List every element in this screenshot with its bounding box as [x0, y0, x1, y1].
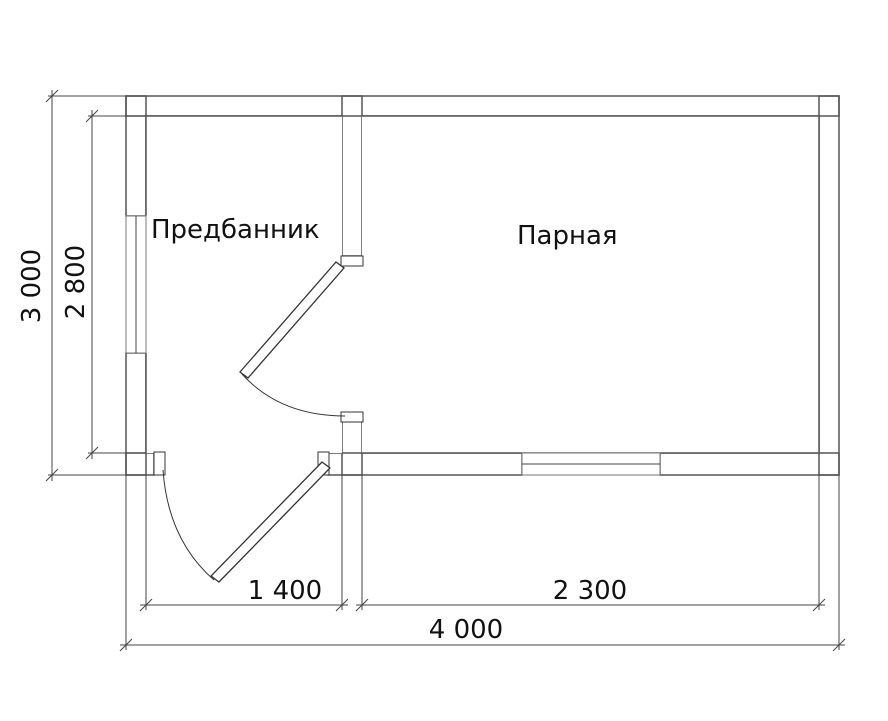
wall-left-upper [125, 95, 147, 217]
dimension-overall-width: 4 000 [119, 475, 846, 652]
dimension-overall-height: 3 000 [17, 89, 126, 482]
wall-top [125, 95, 840, 117]
entrance-door-leaf [210, 461, 331, 583]
dim-overall-height-label: 3 000 [17, 249, 47, 323]
partition-upper [341, 95, 363, 257]
wall-left-lower [125, 352, 147, 476]
dim-left-segment-label: 1 400 [248, 576, 322, 606]
interior-door-swing [241, 373, 346, 417]
dimension-left-segment: 1 400 [139, 475, 349, 612]
wall-bottom-left-stub [125, 452, 155, 476]
door-jamb-top [340, 255, 364, 267]
interior-door-leaf [239, 261, 345, 379]
dim-right-segment-label: 2 300 [553, 576, 627, 606]
wall-bottom-steam-left [327, 452, 523, 476]
interior-door [239, 255, 364, 423]
door-jamb-bottom [340, 411, 364, 423]
steam-room-interior [362, 116, 819, 453]
dim-inner-height-label: 2 800 [61, 245, 91, 319]
room-label-parnaya: Парная [517, 221, 618, 251]
dimension-right-segment: 2 300 [355, 475, 826, 612]
entrance-jamb-left [153, 451, 166, 476]
vestibule-interior [146, 116, 342, 453]
wall-bottom-steam-right [659, 452, 840, 476]
wall-right [818, 95, 840, 476]
room-interiors [145, 115, 820, 454]
dim-overall-width-label: 4 000 [429, 615, 503, 645]
entrance-door-swing [162, 469, 215, 581]
windows [125, 215, 661, 476]
dimension-inner-height: 2 800 [61, 109, 146, 460]
entrance-door [153, 451, 331, 583]
room-label-predbannik: Предбанник [151, 215, 320, 245]
partition-lower [341, 419, 363, 476]
